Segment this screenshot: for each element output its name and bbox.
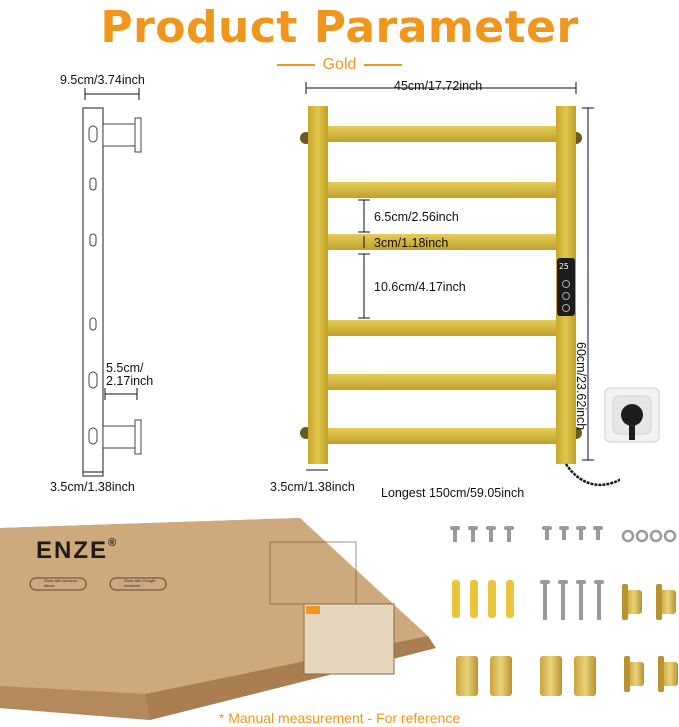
height-label: 60cm/23.62inch [574, 342, 588, 431]
product-box [0, 518, 436, 720]
gap-small-label: 6.5cm/2.56inch [374, 210, 459, 224]
side-depth-label: 9.5cm/3.74inch [60, 73, 145, 87]
side-gap-label-line1: 5.5cm/ [106, 361, 144, 375]
box-brand-text: ENZE [36, 537, 109, 564]
bar-height-label: 3cm/1.18inch [374, 236, 449, 250]
side-gap-label-line2: 2.17inch [106, 374, 154, 388]
color-subtitle: Gold [0, 56, 679, 74]
footer-note: * Manual measurement - For reference [218, 710, 461, 726]
box-badge-google: Work with Google Assistant [124, 578, 156, 588]
towel-rack-diagram [300, 82, 620, 487]
subtitle-line-left [276, 63, 315, 66]
box-badge-alexa: Work with Amazon Alexa [44, 578, 78, 588]
accessories-diagram [450, 526, 678, 696]
box-brand-logo: ENZE® [36, 537, 118, 565]
subtitle-text: Gold [322, 56, 357, 73]
side-bottom-label: 3.5cm/1.38inch [50, 480, 135, 494]
side-view-diagram [82, 88, 142, 477]
gap-large-label: 10.6cm/4.17inch [374, 280, 466, 294]
cable-length-label: Longest 150cm/59.05inch [381, 486, 525, 500]
box-brand-reg: ® [108, 537, 119, 549]
control-display-value: 25 [559, 262, 569, 271]
subtitle-line-right [364, 63, 403, 66]
page-title: Product Parameter [100, 2, 579, 53]
width-label: 45cm/17.72inch [394, 79, 483, 93]
plug-icon [604, 387, 660, 443]
front-bottom-label: 3.5cm/1.38inch [270, 480, 355, 494]
